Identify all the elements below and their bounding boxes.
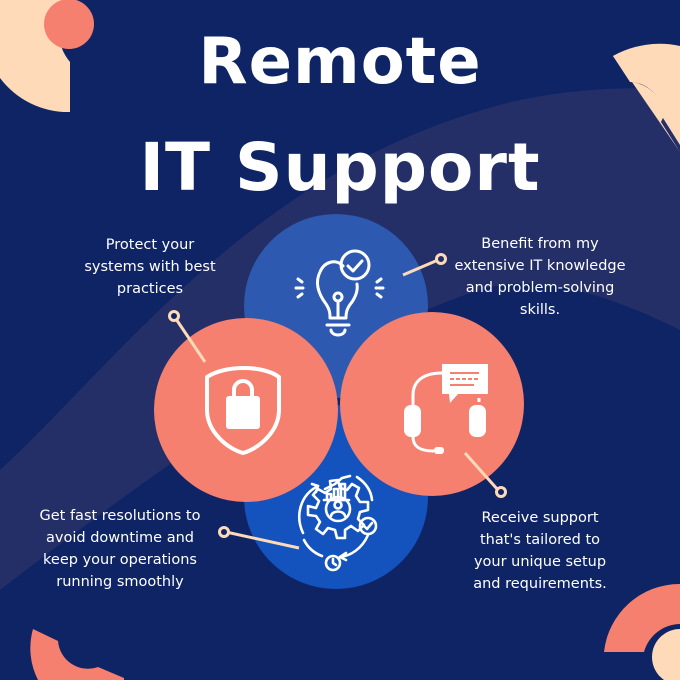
caption-line: that's tailored to: [479, 532, 601, 548]
caption-line: systems with best: [84, 259, 216, 275]
connector-tailored-support: [463, 452, 500, 491]
caption-best-practices: Protect your systems with best practices: [80, 234, 220, 300]
caption-line: and problem-solving: [465, 280, 615, 296]
caption-line: practices: [116, 281, 184, 297]
caption-fast-resolution: Get fast resolutions to avoid downtime a…: [20, 505, 220, 593]
connectors: [168, 253, 507, 550]
caption-line: skills.: [519, 302, 561, 318]
decor-bottom-right: [604, 583, 680, 680]
decor-bottom-left: [30, 629, 125, 680]
caption-line: your unique setup: [473, 554, 607, 570]
caption-line: and requirements.: [473, 576, 607, 592]
connector-best-practices: [172, 315, 207, 363]
connector-fast-resolution: [225, 530, 300, 550]
connector-expertise: [402, 258, 439, 277]
caption-tailored-support: Receive support that's tailored to your …: [455, 507, 625, 595]
title-line-2: IT Support: [139, 129, 541, 206]
caption-line: Receive support: [481, 510, 599, 526]
lightbulb-check-icon: [294, 249, 385, 337]
caption-line: Benefit from my: [481, 236, 599, 252]
decor-top-left: [0, 0, 94, 113]
caption-line: Get fast resolutions to: [39, 508, 201, 524]
shield-lock-icon: [205, 366, 281, 455]
caption-line: running smoothly: [56, 574, 184, 590]
caption-line: keep your operations: [43, 552, 197, 568]
caption-line: avoid downtime and: [46, 530, 194, 546]
circle-tailored-support: [340, 312, 524, 496]
headset-chat-icon: [404, 364, 488, 454]
caption-expertise: Benefit from my extensive IT knowledge a…: [440, 233, 640, 321]
title-line-1: Remote: [198, 25, 482, 99]
caption-line: extensive IT knowledge: [454, 258, 626, 274]
gear-cycle-icon: [298, 474, 378, 572]
caption-line: Protect your: [105, 237, 195, 253]
